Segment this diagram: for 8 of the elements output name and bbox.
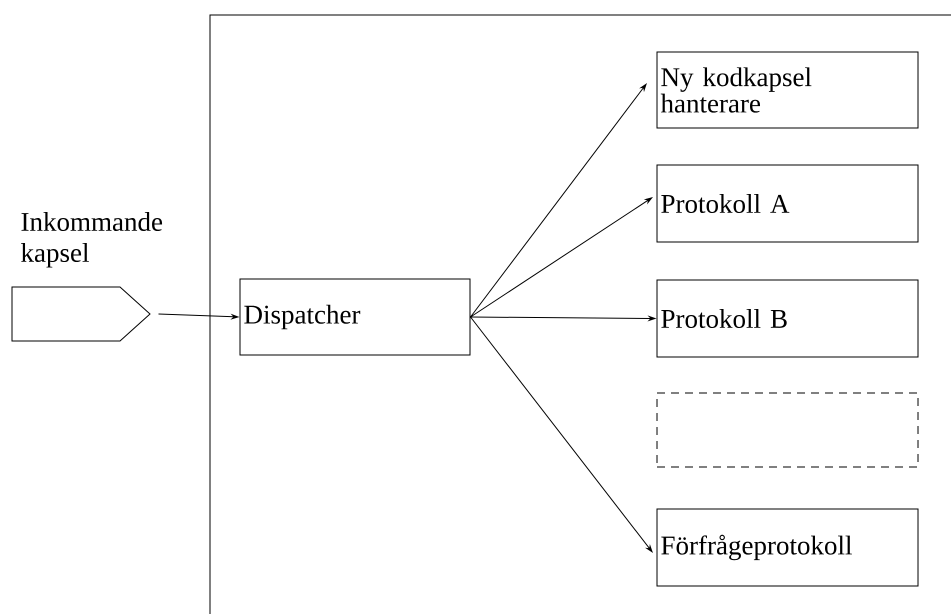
process-box: Förfrågeprotokoll (656, 508, 918, 586)
node-label: Inkommande kapsel (21, 212, 162, 268)
process-box: Protokoll A (656, 164, 918, 242)
frame (210, 14, 951, 614)
dashed-box (656, 392, 918, 468)
process-box: Protokoll B (656, 280, 918, 358)
process-box: Dispatcher (240, 278, 470, 356)
process-box: Ny kodkapsel hanterare (656, 52, 918, 128)
